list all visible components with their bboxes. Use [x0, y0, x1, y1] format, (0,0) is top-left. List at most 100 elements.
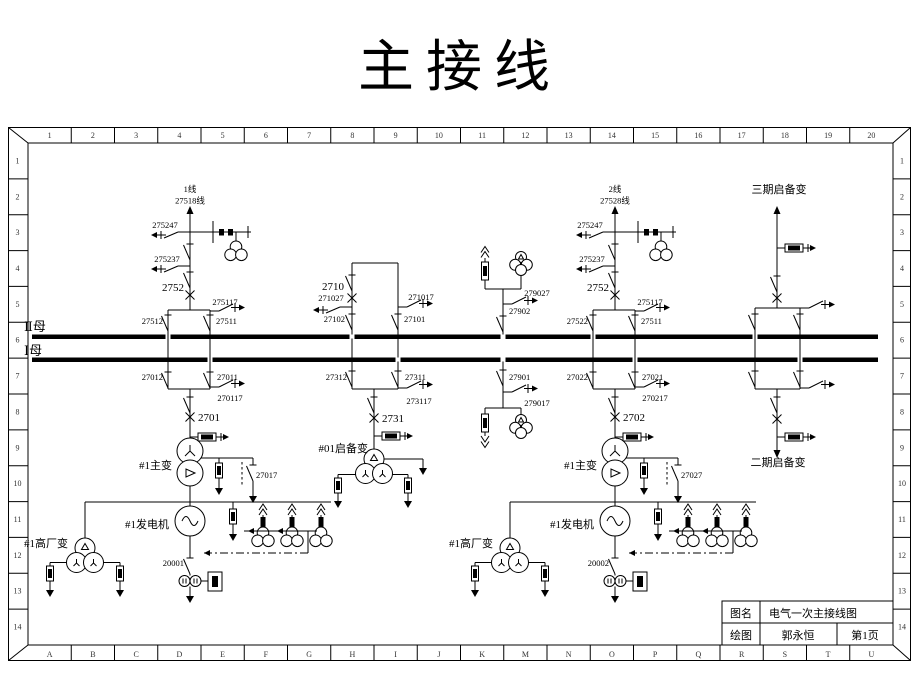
page-title: 主接线	[358, 37, 562, 99]
label-27027: 27027	[681, 470, 702, 480]
ruler-cell-label: 2	[16, 192, 20, 201]
titleblock-draw-value: 郭永恒	[782, 628, 815, 642]
label-275247-1: 275247	[152, 220, 178, 230]
ruler-cell-label: S	[783, 650, 787, 659]
ruler-cell-label: 9	[16, 443, 20, 452]
ruler-cell-label: E	[220, 650, 225, 659]
ruler-cell-label: U	[868, 650, 874, 659]
ruler-cell-label: 4	[177, 131, 181, 140]
ruler-cell-label: 11	[478, 131, 486, 140]
label-main-tx-1: #1主变	[139, 458, 172, 472]
titleblock-page: 第1页	[851, 628, 879, 642]
label-2752-1: 2752	[162, 282, 184, 294]
ruler-cell-label: 7	[307, 131, 311, 140]
ruler-cell-label: 6	[16, 336, 20, 345]
ruler-cell-label: 5	[221, 131, 225, 140]
label-phase3-standby: 三期启备变	[752, 182, 807, 196]
ruler-cell-label: Q	[695, 650, 701, 659]
ruler-cell-label: 6	[264, 131, 268, 140]
ruler-cell-label: 1	[48, 131, 52, 140]
label-270217: 270217	[642, 393, 668, 403]
ruler-cell-label: 3	[134, 131, 138, 140]
ruler-cell-label: 5	[900, 300, 904, 309]
label-20001: 20001	[163, 558, 184, 568]
ruler-cell-label: 7	[16, 372, 20, 381]
label-20002: 20002	[588, 558, 609, 568]
label-line2-code: 27528线	[600, 196, 630, 206]
ruler-cell-label: 14	[14, 623, 22, 632]
ruler-cell-label: 6	[900, 336, 904, 345]
ruler-cell-label: 19	[824, 131, 832, 140]
reserved-bay-right	[748, 206, 836, 458]
label-2752-2: 2752	[587, 282, 609, 294]
ruler-cell-label: C	[133, 650, 138, 659]
bus-i-bar	[32, 357, 878, 362]
pt-bay-lower	[480, 361, 539, 448]
ruler-cell-label: 1	[16, 156, 20, 165]
title-block: 图名 电气一次主接线图 绘图 郭永恒 第1页	[721, 600, 894, 646]
ruler-cell-label: 1	[900, 156, 904, 165]
label-27102: 27102	[324, 314, 345, 324]
label-279027: 279027	[524, 288, 550, 298]
ruler-cell-label: G	[306, 650, 312, 659]
bus-ii-bar	[32, 334, 878, 339]
ruler-cell-label: 4	[900, 264, 904, 273]
ruler-cell-label: 10	[898, 479, 906, 488]
ruler-cell-label: 12	[14, 551, 22, 560]
label-2702: 2702	[623, 412, 645, 424]
diagram-labels: Ⅱ母 Ⅰ母 1线 27518线 275247 275237 2752 27511…	[24, 182, 807, 568]
label-27512: 27512	[142, 316, 163, 326]
label-27021: 27021	[642, 372, 663, 382]
ruler-cell-label: 8	[350, 131, 354, 140]
ruler-cell-label: 12	[898, 551, 906, 560]
label-bus-ii: Ⅱ母	[24, 319, 46, 334]
ruler-cell-label: 9	[394, 131, 398, 140]
ruler-cell-label: 3	[16, 228, 20, 237]
label-27011: 27011	[217, 372, 238, 382]
label-27311: 27311	[405, 372, 426, 382]
label-2731: 2731	[382, 413, 404, 425]
titleblock-name-label: 图名	[730, 606, 752, 620]
label-27017: 27017	[256, 470, 277, 480]
label-275247-2: 275247	[577, 220, 603, 230]
titleblock-name-value: 电气一次主接线图	[769, 606, 857, 620]
ruler-cell-label: 11	[14, 515, 22, 524]
ruler-cell-label: 13	[565, 131, 573, 140]
ruler-cell-label: O	[609, 650, 615, 659]
label-27522: 27522	[567, 316, 588, 326]
label-270117: 270117	[217, 393, 242, 403]
ruler-cell-label: 5	[16, 300, 20, 309]
startup-transformer-bay	[333, 338, 434, 509]
ruler-cell-label: H	[349, 650, 355, 659]
ruler-cell-label: I	[394, 650, 397, 659]
ruler-cell-label: 2	[900, 192, 904, 201]
label-line2-name: 2线	[609, 184, 622, 194]
ruler-cell-label: 18	[781, 131, 789, 140]
label-275237-1: 275237	[154, 254, 180, 264]
label-line1-code: 27518线	[175, 196, 205, 206]
label-27101: 27101	[404, 314, 425, 324]
label-27511-2: 27511	[641, 316, 662, 326]
ruler-cell-label: 12	[521, 131, 529, 140]
ruler-cell-label: 2	[91, 131, 95, 140]
label-275117-2: 275117	[637, 297, 662, 307]
ruler-cell-label: 10	[435, 131, 443, 140]
label-gen-1: #1发电机	[125, 517, 169, 531]
label-startup-tx: #01启备变	[319, 441, 369, 455]
label-27511-1: 27511	[216, 316, 237, 326]
label-line1-name: 1线	[184, 184, 197, 194]
label-271027: 271027	[318, 293, 344, 303]
label-27022: 27022	[567, 372, 588, 382]
ruler-cell-label: 16	[694, 131, 702, 140]
ruler-cell-label: R	[739, 650, 745, 659]
ruler-cell-label: 3	[900, 228, 904, 237]
ruler-cell-label: N	[566, 650, 572, 659]
label-aux-tx-1: #1高厂变	[24, 536, 68, 550]
ruler-cell-label: 7	[900, 372, 904, 381]
